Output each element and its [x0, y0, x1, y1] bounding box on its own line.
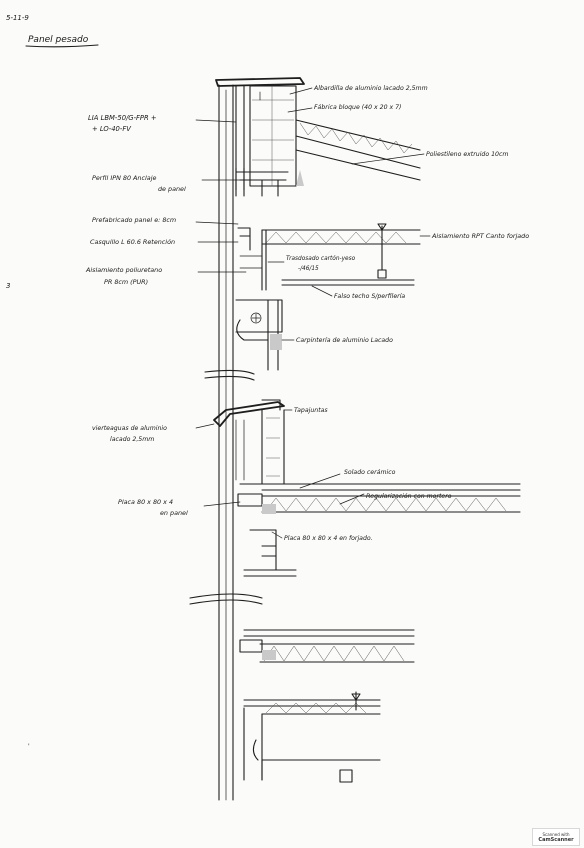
label-trasdosado: Trasdosado cartón-yeso	[286, 255, 356, 262]
sheet-title: Panel pesado	[28, 35, 89, 45]
label-fabrica-bloque: Fábrica bloque (40 x 20 x 7)	[314, 103, 401, 111]
scanner-watermark: Scanned with CamScanner	[532, 828, 580, 846]
label-lia: LIA LBM-50/G-FPR +	[88, 114, 157, 122]
scanner-watermark-line2: CamScanner	[538, 836, 574, 843]
label-carpinteria: Carpintería de aluminio Lacado	[296, 336, 393, 344]
floor-slab-bottom	[243, 691, 381, 783]
label-tapajuntas: Tapajuntas	[294, 406, 328, 414]
label-albardilla: Albardilla de aluminio lacado 2,5mm	[313, 85, 428, 92]
label-aislamiento-pur: Aislamiento poliuretano	[85, 266, 162, 274]
label-lia-2: + LO-40-FV	[92, 125, 132, 133]
floor-slab-lower	[239, 629, 415, 663]
label-prefabricado: Prefabricado panel e: 8cm	[92, 216, 176, 224]
title-underline	[25, 44, 99, 48]
label-solado: Solado cerámico	[344, 468, 396, 476]
label-aislamiento-pur-2: PR 8cm (PUR)	[104, 278, 148, 286]
sheet-number: 5-11-9	[6, 14, 29, 22]
label-trasdosado-2: -/46/15	[298, 266, 319, 272]
label-aislamiento-rpt: Aislamiento RPT Canto forjado	[431, 232, 529, 240]
window-frame-detail	[235, 299, 283, 371]
parapet-detail	[215, 77, 421, 197]
label-vierteaguas-2: lacado 2,5mm	[110, 436, 154, 443]
floor-slab-upper	[237, 223, 421, 291]
floor-slab-middle	[237, 483, 521, 577]
label-placa-forjado: Placa 80 x 80 x 4 en forjado.	[284, 535, 373, 542]
label-regularizacion: Regularización con mortero	[366, 492, 452, 500]
label-perfil-ipn: Perfil IPN 80 Anclaje	[92, 174, 156, 182]
label-placa-panel: Placa 80 x 80 x 4	[118, 498, 173, 506]
label-perfil-ipn-2: de panel	[158, 185, 186, 193]
label-placa-panel-2: en panel	[160, 509, 188, 517]
label-vierteaguas: vierteaguas de aluminio	[92, 424, 167, 432]
label-casquillo: Casquillo L 60.6 Retención	[90, 238, 175, 246]
label-falso-techo: Falso techo S/perfilería	[334, 292, 405, 300]
window-sill-detail	[213, 399, 285, 485]
margin-dot: '	[28, 743, 30, 750]
margin-mark: 3	[6, 282, 10, 290]
precast-panel-outline	[189, 84, 263, 801]
annotation-labels: Albardilla de aluminio lacado 2,5mm Fábr…	[85, 85, 529, 542]
leader-lines	[195, 87, 431, 539]
scanner-watermark-line1: Scanned with	[542, 831, 570, 837]
label-poliestireno: Poliestileno extruido 10cm	[426, 150, 508, 158]
